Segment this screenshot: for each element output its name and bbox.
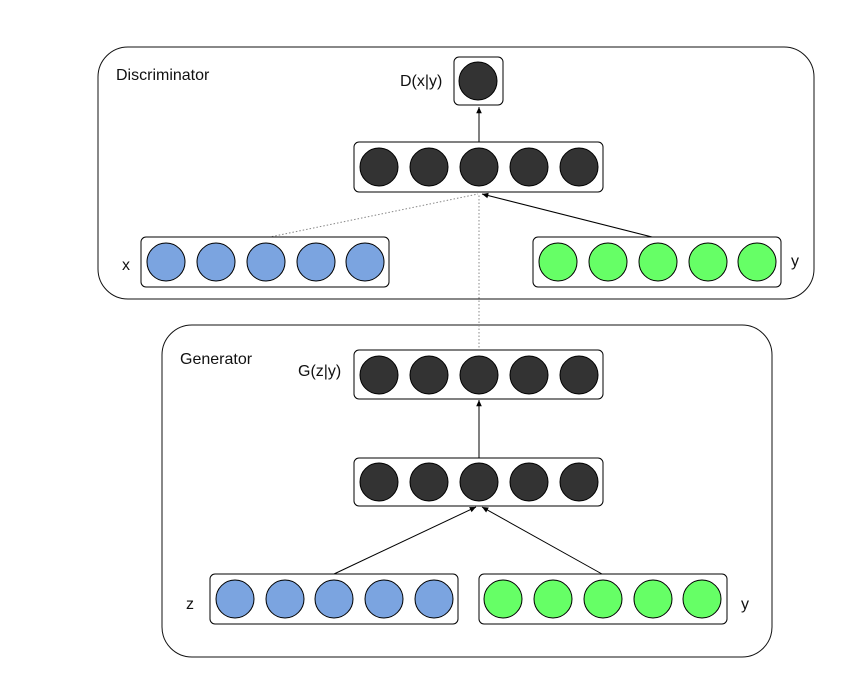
hidden-node <box>359 147 399 187</box>
x-node <box>345 242 385 282</box>
x-node <box>146 242 186 282</box>
x-input-label: x <box>122 257 130 274</box>
y-node <box>588 242 628 282</box>
gen-y-node <box>633 579 673 619</box>
discriminator-x-layer <box>140 236 390 288</box>
generator-z-layer <box>209 573 459 625</box>
y-node <box>737 242 777 282</box>
z-input-label: z <box>186 596 194 613</box>
g-hidden-node <box>459 462 499 502</box>
output-node <box>458 61 498 101</box>
arrow-z-to-g-hidden <box>333 506 477 575</box>
generator-hidden-layer <box>353 457 604 507</box>
z-node <box>215 579 255 619</box>
generator-output-label: G(z|y) <box>298 363 341 380</box>
g-hidden-node <box>559 462 599 502</box>
discriminator-output-label: D(x|y) <box>400 73 442 90</box>
hidden-node <box>409 147 449 187</box>
g-hidden-node <box>409 462 449 502</box>
connections <box>264 107 657 575</box>
y-node <box>638 242 678 282</box>
g-hidden-node <box>509 462 549 502</box>
discriminator-output-layer <box>453 56 504 106</box>
generator-output-layer <box>353 349 604 400</box>
g-output-node <box>409 355 449 395</box>
y-node <box>538 242 578 282</box>
g-output-node <box>559 355 599 395</box>
generator-panel <box>161 324 773 658</box>
g-hidden-node <box>359 462 399 502</box>
x-node <box>246 242 286 282</box>
gen-y-node <box>583 579 623 619</box>
gen-y-node <box>682 579 722 619</box>
z-node <box>414 579 454 619</box>
z-node <box>314 579 354 619</box>
arrow-gen-y-to-g-hidden <box>481 506 603 575</box>
discriminator-panel <box>97 46 815 300</box>
x-node <box>296 242 336 282</box>
discriminator-title: Discriminator <box>116 67 210 84</box>
g-output-node <box>509 355 549 395</box>
g-output-node <box>459 355 499 395</box>
g-output-node <box>359 355 399 395</box>
gen-y-node <box>483 579 523 619</box>
gen-y-node <box>533 579 573 619</box>
generator-y-layer <box>478 573 728 625</box>
hidden-node <box>459 147 499 187</box>
generator-title: Generator <box>180 351 253 368</box>
generator-y-label: y <box>741 596 749 613</box>
discriminator-hidden-layer <box>353 141 604 193</box>
arrow-y-to-d-hidden <box>481 192 657 239</box>
hidden-node <box>509 147 549 187</box>
x-node <box>196 242 236 282</box>
discriminator-y-label: y <box>791 253 799 270</box>
y-node <box>688 242 728 282</box>
z-node <box>364 579 404 619</box>
dotted-x-to-d-hidden <box>264 193 479 239</box>
discriminator-y-layer <box>532 236 782 288</box>
hidden-node <box>559 147 599 187</box>
z-node <box>265 579 305 619</box>
